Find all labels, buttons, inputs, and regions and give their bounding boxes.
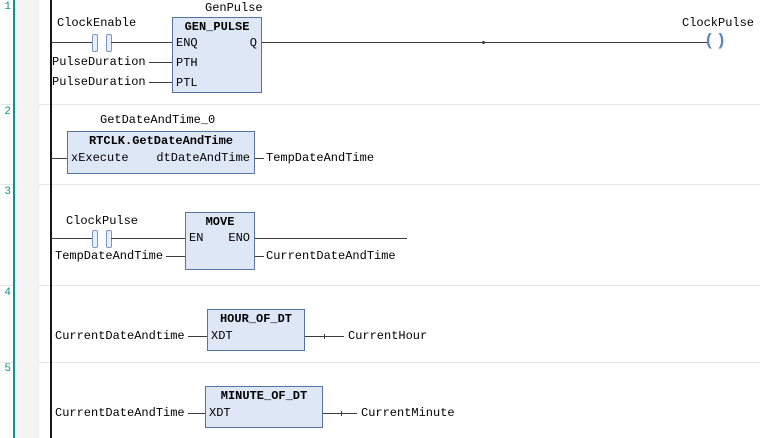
output-coil-icon[interactable] (716, 33, 726, 51)
wire (323, 413, 357, 414)
block-title: RTCLK.GetDateAndTime (88, 134, 234, 148)
network-number-2[interactable]: 2 (4, 106, 11, 118)
wire (149, 82, 172, 83)
coil-label[interactable]: ClockPulse (682, 16, 755, 30)
operand-label[interactable]: CurrentDateAndTime (266, 249, 396, 263)
contact-label[interactable]: ClockEnable (57, 16, 137, 30)
operand-label[interactable]: CurrentHour (348, 329, 428, 343)
function-block-gen-pulse[interactable]: GEN_PULSE ENQ Q PTH PTL (172, 17, 262, 93)
function-block-minute-of-dt[interactable]: MINUTE_OF_DT XDT (205, 386, 323, 428)
block-title: HOUR_OF_DT (219, 312, 292, 326)
instance-label[interactable]: GetDateAndTime_0 (100, 113, 216, 127)
power-rail (50, 0, 52, 438)
pin-eno[interactable]: ENO (228, 231, 250, 245)
network-number-1[interactable]: 1 (4, 1, 11, 13)
wire (188, 413, 205, 414)
network-separator (0, 285, 760, 286)
wire (51, 42, 92, 43)
pin-xexecute[interactable]: xExecute (71, 151, 129, 165)
junction-dot (482, 41, 485, 44)
branch-tick (341, 411, 342, 416)
function-block-move[interactable]: MOVE EN ENO (185, 212, 255, 270)
function-block-getdateandtime[interactable]: RTCLK.GetDateAndTime xExecute dtDateAndT… (67, 131, 255, 174)
network-separator (0, 104, 760, 105)
network-gutter (15, 0, 39, 438)
network-number-4[interactable]: 4 (4, 287, 11, 299)
operand-label[interactable]: TempDateAndTime (55, 249, 164, 263)
operand-label[interactable]: CurrentDateAndtime (55, 329, 185, 343)
instance-label[interactable]: GenPulse (205, 1, 263, 15)
pin-en[interactable]: EN (189, 231, 204, 245)
output-coil-icon[interactable] (704, 33, 714, 51)
wire (111, 42, 172, 43)
network-number-5[interactable]: 5 (4, 363, 11, 375)
margin-accent-line (13, 0, 15, 438)
normally-open-contact-icon[interactable] (106, 34, 112, 52)
contact-label[interactable]: ClockPulse (66, 214, 139, 228)
pin-ptl[interactable]: PTL (176, 76, 198, 90)
normally-open-contact-icon[interactable] (106, 230, 112, 248)
network-separator (0, 184, 760, 185)
pin-pth[interactable]: PTH (176, 56, 198, 70)
pin-xdt[interactable]: XDT (211, 329, 233, 343)
operand-label[interactable]: CurrentMinute (361, 406, 455, 420)
operand-label[interactable]: TempDateAndTime (266, 151, 375, 165)
wire (149, 62, 172, 63)
normally-open-contact-icon[interactable] (92, 230, 98, 248)
branch-tick (324, 334, 325, 339)
pin-q[interactable]: Q (249, 36, 257, 50)
function-block-hour-of-dt[interactable]: HOUR_OF_DT XDT (207, 309, 305, 351)
wire (255, 256, 264, 257)
operand-label[interactable]: PulseDuration (52, 55, 146, 69)
wire (51, 158, 67, 159)
wire (166, 256, 185, 257)
network-number-3[interactable]: 3 (4, 186, 11, 198)
block-title: MINUTE_OF_DT (220, 389, 308, 403)
wire (51, 238, 92, 239)
wire (111, 238, 185, 239)
pin-enq[interactable]: ENQ (176, 36, 198, 50)
normally-open-contact-icon[interactable] (92, 34, 98, 52)
block-title: MOVE (205, 215, 235, 229)
pin-dtdateandtime[interactable]: dtDateAndTime (156, 151, 250, 165)
wire (255, 238, 407, 239)
block-title: GEN_PULSE (184, 20, 250, 34)
network-separator (0, 362, 760, 363)
wire (255, 158, 264, 159)
wire (188, 336, 207, 337)
operand-label[interactable]: CurrentDateAndTime (55, 406, 185, 420)
pin-xdt[interactable]: XDT (209, 406, 231, 420)
operand-label[interactable]: PulseDuration (52, 75, 146, 89)
